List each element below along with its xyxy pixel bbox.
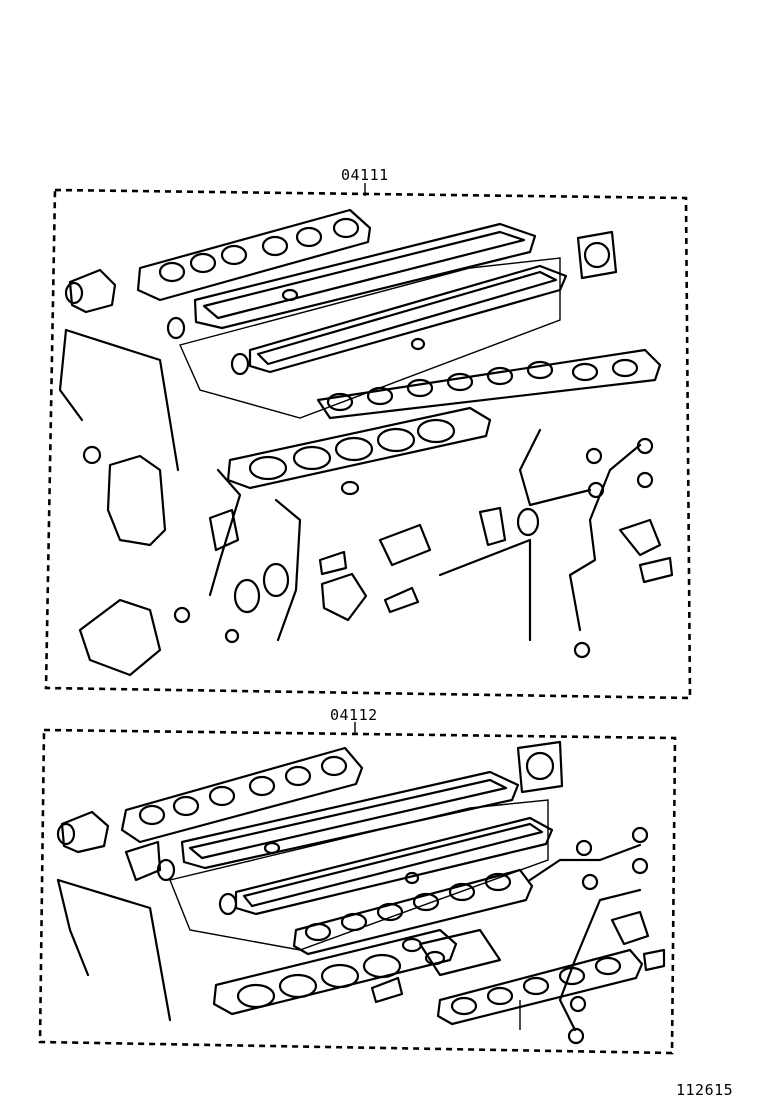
plug-tube-seal xyxy=(166,316,186,340)
small-gasket xyxy=(638,556,674,584)
exhaust-manifold-gasket xyxy=(136,208,372,302)
exhaust-manifold-gasket xyxy=(120,746,364,844)
water-inlet-housing xyxy=(78,598,162,677)
kit-boundary-04111 xyxy=(44,188,692,700)
plug-tube-seal xyxy=(218,892,238,916)
o-ring xyxy=(224,628,240,644)
o-ring xyxy=(636,471,654,489)
idle-valve-gasket xyxy=(610,910,650,946)
intake-manifold-gasket xyxy=(436,948,644,1026)
fuel-injector-insulator xyxy=(378,523,432,567)
head-cover-gasket xyxy=(169,770,554,951)
idle-valve-gasket xyxy=(618,518,662,557)
small-gasket xyxy=(318,550,348,576)
o-ring xyxy=(573,641,591,659)
o-ring xyxy=(581,873,599,891)
oil-seal xyxy=(56,822,76,846)
water-bypass-pipe xyxy=(518,428,592,507)
gasket-set-04112-group xyxy=(38,722,677,1055)
egr-valve-gasket xyxy=(516,507,540,537)
part-number-label-04112: 04112 xyxy=(330,706,378,724)
o-ring xyxy=(401,937,423,953)
throttle-body-gasket xyxy=(576,230,618,280)
plug-tube-seal xyxy=(230,352,250,376)
o-ring xyxy=(569,995,587,1013)
timing-cover-gasket xyxy=(274,498,302,642)
cylinder-head-gasket xyxy=(226,406,492,490)
small-gasket xyxy=(642,948,666,972)
water-bypass-pipe xyxy=(558,888,642,1032)
grommet xyxy=(404,871,420,885)
crankshaft-oil-seal xyxy=(233,578,261,614)
bypass-hose xyxy=(56,878,172,1022)
camshaft-oil-seal xyxy=(262,562,290,598)
water-bypass-pipe xyxy=(528,843,642,882)
part-number-label-04111: 04111 xyxy=(341,166,389,184)
bypass-hose xyxy=(64,328,180,472)
o-ring xyxy=(636,437,654,455)
head-cover-gasket xyxy=(179,222,568,419)
cylinder-head-gasket xyxy=(212,928,458,1016)
fuel-pipe xyxy=(438,538,532,642)
water-pump-gasket xyxy=(106,454,167,547)
o-ring xyxy=(587,481,605,499)
fuel-injector xyxy=(383,586,420,614)
grommet xyxy=(410,337,426,351)
kit-boundary-04112 xyxy=(38,728,677,1055)
egr-gasket xyxy=(478,506,507,547)
timing-cover-gasket xyxy=(208,468,242,597)
o-ring xyxy=(173,606,191,624)
grommet xyxy=(340,480,360,496)
water-bypass-pipe xyxy=(568,443,642,632)
oil-pump-gasket xyxy=(320,572,368,622)
o-ring xyxy=(575,839,593,857)
small-gasket xyxy=(82,445,102,465)
fuel-injector xyxy=(370,976,404,1004)
water-outlet-housing xyxy=(68,268,117,314)
grommet xyxy=(281,288,299,302)
intake-manifold-gasket xyxy=(316,348,662,420)
o-ring xyxy=(567,1027,585,1045)
throttle-body-gasket xyxy=(516,740,564,794)
intake-manifold-gasket xyxy=(292,868,534,956)
grommet xyxy=(263,841,281,855)
gasket-set-04111-group xyxy=(44,183,692,700)
small-gasket xyxy=(124,840,162,882)
small-gasket xyxy=(208,508,240,552)
water-outlet-housing xyxy=(60,810,110,854)
o-ring xyxy=(585,447,603,465)
o-ring xyxy=(631,857,649,875)
o-ring xyxy=(631,826,649,844)
o-ring xyxy=(424,950,446,966)
oil-seal xyxy=(64,281,84,305)
illustration-number: 112615 xyxy=(676,1081,734,1099)
